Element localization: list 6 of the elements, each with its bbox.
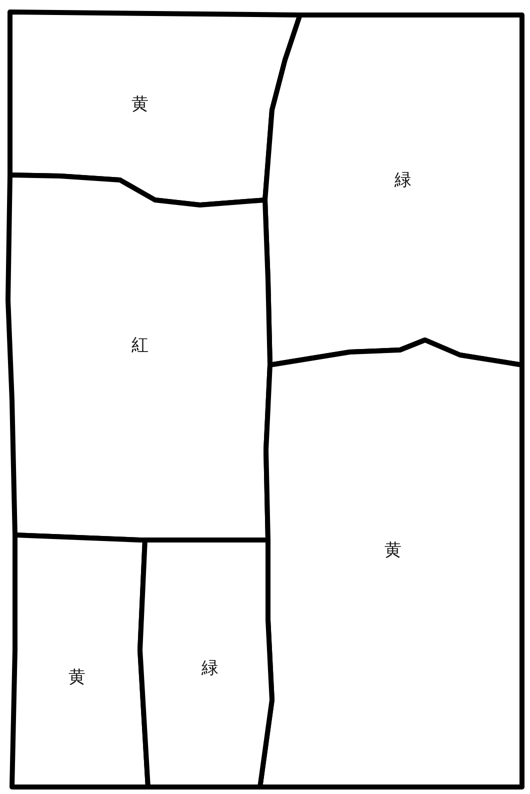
region-label: 緑 <box>202 660 218 678</box>
region-label: 黄 <box>68 670 86 686</box>
region-label: 紅 <box>132 338 148 354</box>
region-label: 黄 <box>132 96 148 114</box>
region-label: 黄 <box>384 542 402 560</box>
region-label: 緑 <box>394 172 412 190</box>
